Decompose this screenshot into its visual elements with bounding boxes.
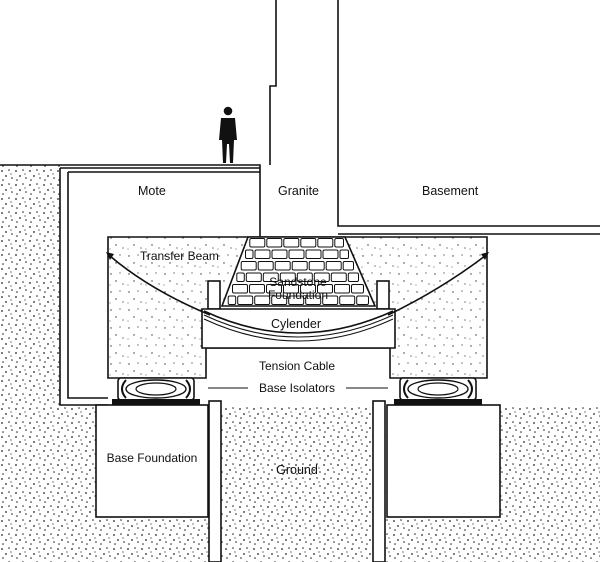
label-basement: Basement [422,184,479,198]
label-mote: Mote [138,184,166,198]
sandstone-brick [330,272,347,282]
sandstone-brick [339,249,349,259]
sandstone-brick [240,261,257,271]
sandstone-brick [266,238,283,248]
person-silhouette-icon [219,106,237,163]
base-foundation-right [386,404,501,518]
sandstone-brick [245,249,254,259]
base-isolator-left [112,377,200,405]
sandstone-brick [279,272,296,282]
sandstone-brick [245,272,262,282]
sandstone-brick [300,284,316,294]
sandstone-brick [342,261,355,271]
sandstone-brick [288,295,305,305]
sandstone-brick [305,249,322,259]
label-sandstone-line1: Sandstone [269,275,327,289]
sandstone-brick [288,249,305,259]
sandstone-brick [249,284,265,294]
pile-left [208,400,222,562]
sandstone-foundation [220,236,377,307]
sandstone-brick [236,272,245,282]
sandstone-brick [262,272,279,282]
sandstone-brick [227,295,237,305]
sandstone-brick [347,272,359,282]
sandstone-brick [257,261,274,271]
sandstone-brick [254,249,271,259]
sandstone-brick [317,284,333,294]
sandstone-brick [322,249,339,259]
sandstone-brick [313,272,330,282]
sandstone-brick [334,238,344,248]
sandstone-brick [308,261,325,271]
sandstone-brick [237,295,254,305]
sandstone-brick [296,272,313,282]
sandstone-brick [317,238,334,248]
sandstone-brick [232,284,248,294]
sandstone-bricks [227,238,370,305]
sandstone-brick [291,261,308,271]
sandstone-brick [305,295,322,305]
base-isolator-right [394,377,482,405]
label-cylinder: Cylender [271,317,321,331]
building-outline [0,0,600,406]
label-granite: Granite [278,184,319,198]
base-foundation-left [95,404,209,518]
label-base-isolators: Base Isolators [259,381,335,395]
label-base-foundation: Base Foundation [107,451,198,465]
sandstone-brick [356,295,370,305]
sandstone-brick [334,284,350,294]
sandstone-brick [266,284,282,294]
sandstone-brick [249,238,266,248]
label-transfer-beam: Transfer Beam [140,249,219,263]
sandstone-brick [300,238,317,248]
sandstone-brick [325,261,342,271]
label-ground: Ground [276,463,318,477]
sandstone-brick [254,295,271,305]
sandstone-brick [271,249,288,259]
sandstone-brick [274,261,291,271]
sandstone-brick [283,284,299,294]
label-tension-cable: Tension Cable [259,359,335,373]
sandstone-brick [271,295,288,305]
cylinder-cradle [201,280,396,349]
sandstone-brick [322,295,339,305]
sandstone-brick [351,284,364,294]
sandstone-brick [283,238,300,248]
pile-right [372,400,386,562]
sandstone-brick [339,295,356,305]
tension-cable [106,252,489,316]
label-sandstone-line2: Foundation [268,288,328,302]
